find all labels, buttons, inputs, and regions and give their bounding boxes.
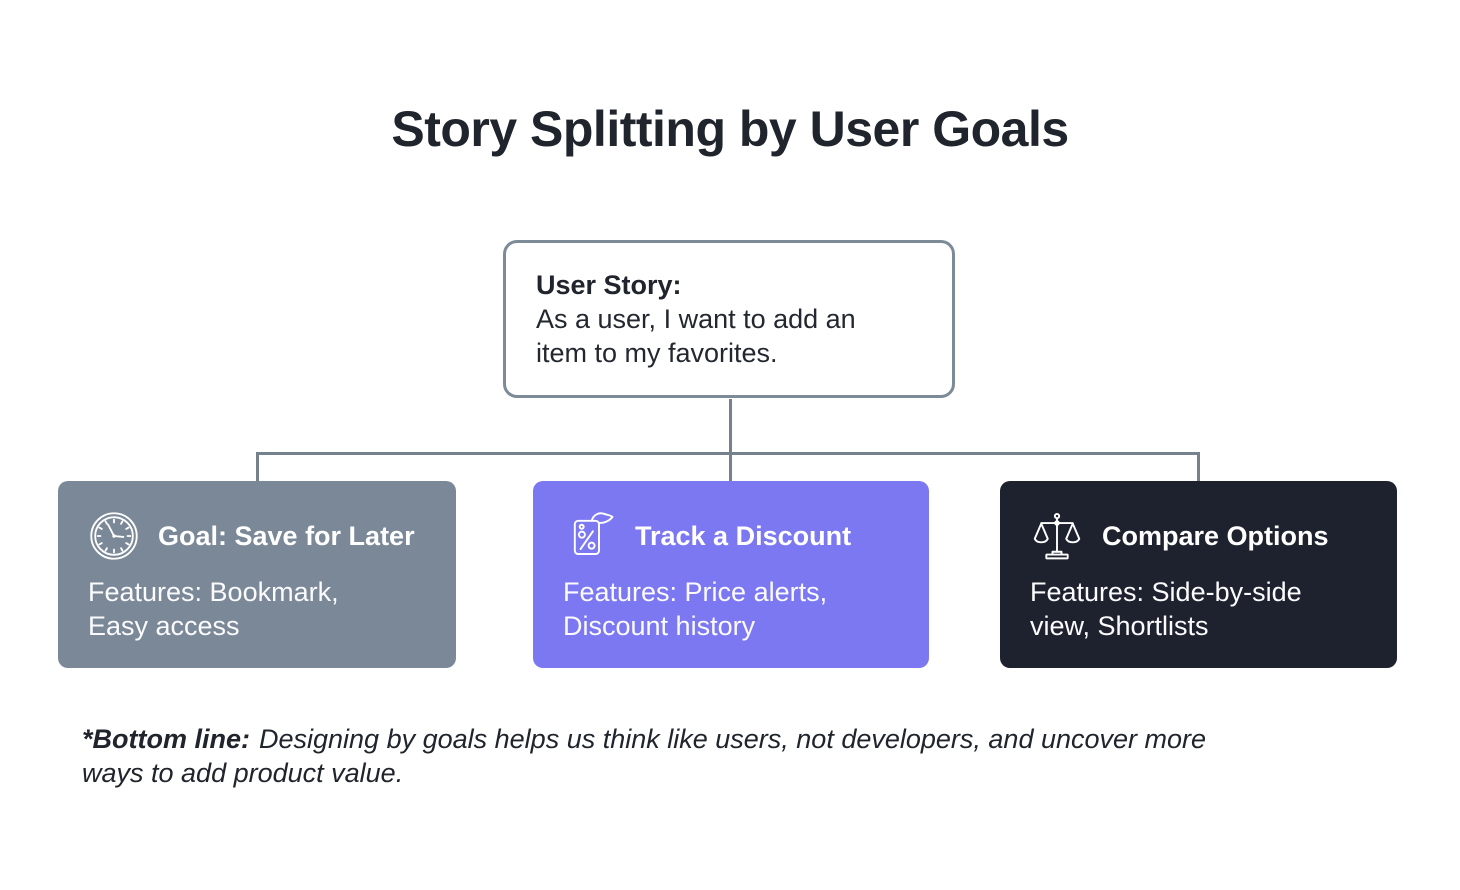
card-header: Compare Options [1030, 508, 1371, 564]
scales-icon [1030, 509, 1084, 563]
goal-card-save-for-later: Goal: Save for Later Features: Bookmark,… [58, 481, 456, 668]
card-heading: Goal: Save for Later [158, 520, 415, 551]
goal-card-track-a-discount: Track a Discount Features: Price alerts,… [533, 481, 929, 668]
bottom-line: *Bottom line:Designing by goals helps us… [82, 722, 1267, 790]
card-header: Track a Discount [563, 508, 903, 564]
card-features: Features: Bookmark, Easy access [88, 577, 339, 641]
goal-card-compare-options: Compare Options Features: Side-by-side v… [1000, 481, 1397, 668]
card-header: Goal: Save for Later [88, 508, 430, 564]
connector-drop-left [256, 453, 259, 481]
card-features: Features: Price alerts, Discount history [563, 577, 828, 641]
bottom-line-label: *Bottom line: [82, 724, 250, 754]
user-story-box: User Story: As a user, I want to add an … [503, 240, 955, 398]
connector-drop-middle [729, 453, 732, 481]
card-heading: Compare Options [1102, 520, 1329, 551]
page-title: Story Splitting by User Goals [391, 101, 1069, 157]
user-story-heading: User Story: [536, 270, 682, 300]
card-features: Features: Side-by-side view, Shortlists [1030, 577, 1302, 641]
connector-stem [729, 399, 732, 453]
connector-drop-right [1197, 453, 1200, 481]
clock-icon [88, 510, 140, 562]
discount-tag-icon [563, 509, 617, 563]
connector-horizontal [256, 452, 1200, 455]
card-heading: Track a Discount [635, 520, 852, 551]
user-story-text: As a user, I want to add an item to my f… [536, 304, 856, 368]
bottom-line-text: Designing by goals helps us think like u… [82, 724, 1207, 788]
